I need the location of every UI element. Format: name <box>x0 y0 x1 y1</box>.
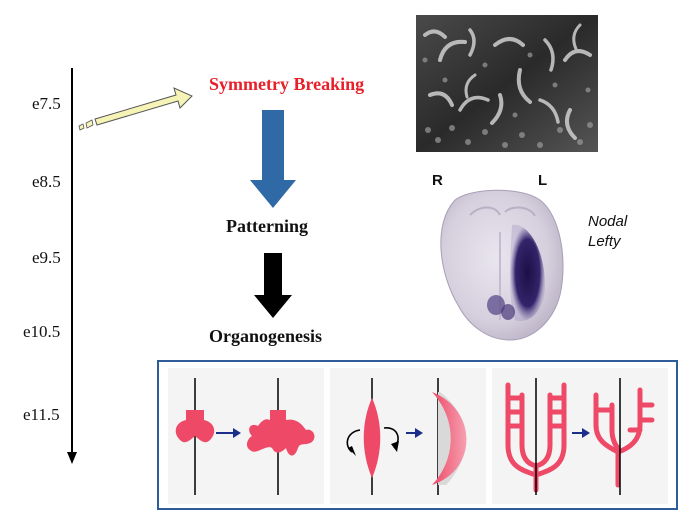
cilia-sem-image <box>416 15 598 152</box>
stage-label-e11-5: e11.5 <box>23 405 60 424</box>
heart-loop-icon <box>346 378 467 495</box>
gene-label-lefty: Lefty <box>588 233 621 250</box>
stage-label-e9-5: e9.5 <box>32 248 61 267</box>
stage-label-e10-5: e10.5 <box>23 322 61 341</box>
left-side-label: L <box>538 172 548 189</box>
gene-label-nodal: Nodal <box>588 213 628 230</box>
symmetry-breaking-label: Symmetry Breaking <box>209 74 365 94</box>
timeline-arrowhead <box>67 452 77 464</box>
patterning-label: Patterning <box>226 216 308 236</box>
black-arrow <box>254 253 292 318</box>
yellow-arrow <box>78 87 193 131</box>
stage-label-e7-5: e7.5 <box>32 94 61 113</box>
right-side-label: R <box>432 172 443 189</box>
embryo-in-situ-image <box>440 189 564 341</box>
organogenesis-label: Organogenesis <box>209 326 323 346</box>
stage-label-e8-5: e8.5 <box>32 172 61 191</box>
vessel-remodel-icon <box>505 382 655 493</box>
lung-lobe-icon <box>175 378 315 495</box>
blue-arrow <box>250 110 296 208</box>
